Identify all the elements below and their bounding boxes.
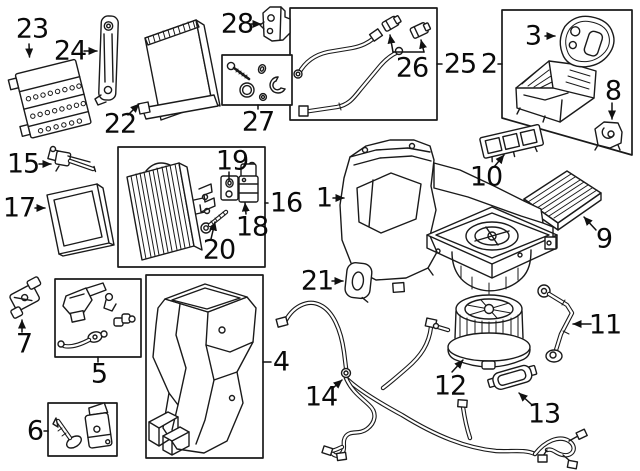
callout-26[interactable]: 26 bbox=[395, 52, 429, 84]
callout-20[interactable]: 20 bbox=[202, 234, 236, 266]
callout-18[interactable]: 18 bbox=[235, 211, 269, 243]
callout-9[interactable]: 9 bbox=[595, 223, 613, 255]
part-25-refrigerant-pipes bbox=[293, 15, 432, 117]
callout-10[interactable]: 10 bbox=[469, 161, 503, 193]
part-27-service-kit bbox=[226, 61, 286, 102]
part-4-distribution-housing bbox=[148, 283, 257, 456]
part-6-actuator-kit bbox=[52, 402, 113, 449]
callout-7[interactable]: 7 bbox=[15, 328, 33, 360]
part-5-linkage-kit bbox=[57, 282, 136, 349]
callout-15[interactable]: 15 bbox=[6, 148, 40, 180]
callout-24[interactable]: 24 bbox=[53, 35, 87, 67]
callout-16[interactable]: 16 bbox=[269, 187, 303, 219]
callout-4[interactable]: 4 bbox=[272, 346, 290, 378]
part-16-evaporator-core bbox=[126, 162, 211, 261]
callout-6[interactable]: 6 bbox=[26, 415, 44, 447]
part-17-seal-frame bbox=[46, 183, 115, 257]
part-1-hvac-housing bbox=[339, 139, 558, 295]
part-23-mounting-plate bbox=[7, 58, 92, 139]
callout-17[interactable]: 17 bbox=[2, 192, 36, 224]
callout-19[interactable]: 19 bbox=[215, 145, 249, 177]
callout-1[interactable]: 1 bbox=[315, 182, 333, 214]
part-3-gasket bbox=[559, 15, 615, 68]
part-24-bracket-strip bbox=[94, 15, 119, 106]
part-13-regulator-module bbox=[487, 364, 538, 390]
callout-22[interactable]: 22 bbox=[103, 108, 137, 140]
callout-25[interactable]: 25 bbox=[443, 48, 477, 80]
callout-14[interactable]: 14 bbox=[304, 381, 338, 413]
part-8-bracket bbox=[594, 121, 623, 151]
group-box-27 bbox=[221, 54, 293, 106]
callout-27[interactable]: 27 bbox=[241, 106, 275, 138]
callout-2[interactable]: 2 bbox=[480, 48, 498, 80]
callout-11[interactable]: 11 bbox=[588, 309, 622, 341]
callout-5[interactable]: 5 bbox=[90, 358, 108, 390]
callout-28[interactable]: 28 bbox=[220, 8, 254, 40]
part-10-vent-grate bbox=[479, 123, 544, 163]
callout-arrows bbox=[18, 20, 616, 432]
callout-13[interactable]: 13 bbox=[527, 398, 561, 430]
callout-12[interactable]: 12 bbox=[433, 370, 467, 402]
part-28-sensor-bracket bbox=[259, 6, 291, 42]
callout-3[interactable]: 3 bbox=[524, 20, 542, 52]
part-2-intake-housing bbox=[515, 60, 597, 123]
callout-8[interactable]: 8 bbox=[604, 75, 622, 107]
part-15-aux-valve bbox=[47, 145, 97, 173]
callout-21[interactable]: 21 bbox=[300, 265, 334, 297]
callout-23[interactable]: 23 bbox=[15, 13, 49, 45]
part-21-grommet bbox=[344, 262, 373, 303]
part-14-wiring-harness bbox=[275, 300, 588, 470]
part-11-drain-tube bbox=[537, 284, 575, 363]
part-7-bracket bbox=[9, 276, 42, 319]
group-box-25 bbox=[289, 7, 438, 121]
part-12-blower-motor-fan bbox=[432, 294, 531, 370]
part-22-heater-core bbox=[137, 19, 221, 121]
part-16-pipe-clamp bbox=[198, 183, 216, 213]
part-26-valve-caps bbox=[381, 15, 432, 39]
part-18-expansion-valve bbox=[238, 161, 259, 203]
